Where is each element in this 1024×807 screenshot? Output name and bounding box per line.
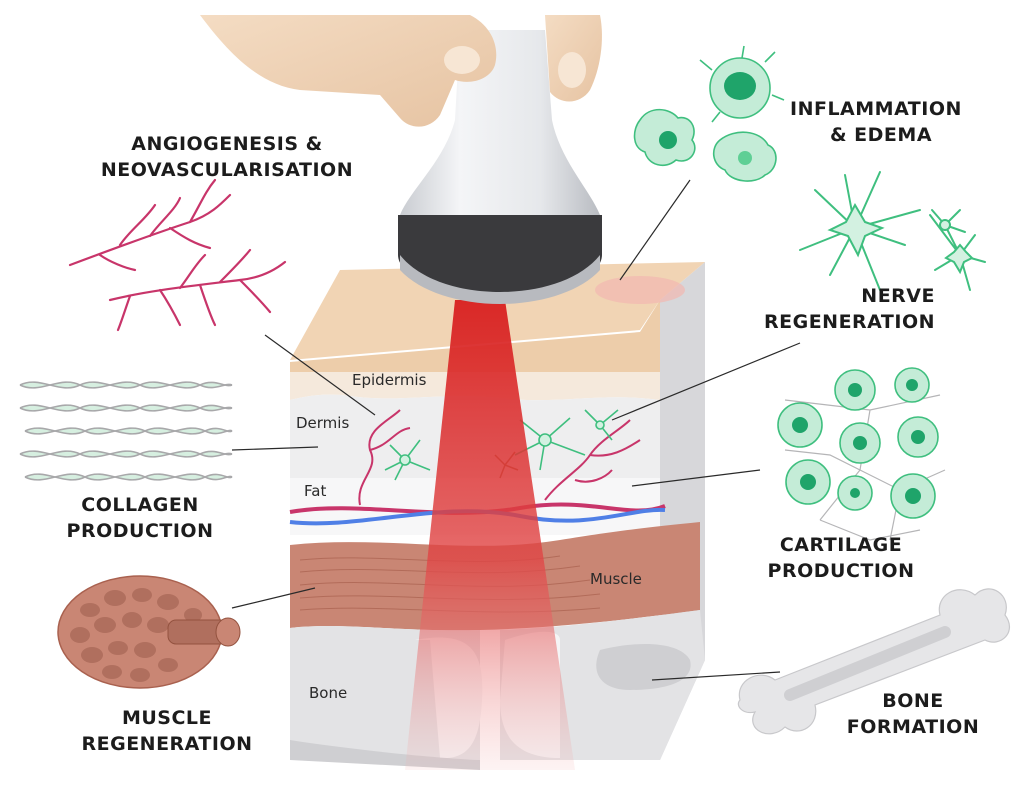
angiogenesis-label: ANGIOGENESIS & NEOVASCULARISATION [82,131,372,183]
cartilage-cells-icon [777,367,946,541]
fat-label: Fat [304,482,327,500]
inflammation-label-line2: & EDEMA [830,124,933,146]
capillaries [358,409,641,506]
inflammation-cells-icon [633,45,785,182]
muscle-cross-section-icon [57,575,241,689]
epidermis-top-band [290,300,660,372]
leader-lines [231,179,801,681]
muscle-layer-label: Muscle [590,570,642,588]
cartilage-label-line1: CARTILAGE [779,534,903,556]
nerve-label-line1: NERVE [861,285,935,307]
bone-layer-label: Bone [309,684,348,702]
nerve-label-line2: REGENERATION [763,311,935,333]
dermis-label: Dermis [296,414,350,432]
cartilage-label-line2: PRODUCTION [767,560,915,582]
collagen-label: COLLAGEN PRODUCTION [50,492,230,544]
laser-probe [398,30,602,304]
epidermis-label: Epidermis [352,371,427,389]
hand [200,15,602,127]
angiogenesis-label-line2: NEOVASCULARISATION [100,159,354,181]
bone-label: BONE FORMATION [840,688,986,740]
nerve-label: NERVE REGENERATION [760,283,935,335]
laser-beam [405,300,575,770]
bone-label-line2: FORMATION [846,716,980,738]
muscle-label-line2: REGENERATION [81,733,253,755]
dermis-nerves [384,409,619,481]
collagen-fibers-icon [19,381,233,481]
skin-redness [595,276,685,304]
inflammation-label: INFLAMMATION & EDEMA [790,96,962,148]
muscle-label: MUSCLE REGENERATION [78,705,256,757]
inflammation-label-line1: INFLAMMATION [790,98,962,120]
bone-icon [737,588,1011,735]
angiogenesis-vessels-icon [68,178,287,332]
nerve-cells-icon [799,171,986,291]
collagen-label-line1: COLLAGEN [81,494,199,516]
bone-label-line1: BONE [882,690,944,712]
angiogenesis-label-line1: ANGIOGENESIS & [131,133,323,155]
collagen-label-line2: PRODUCTION [66,520,214,542]
muscle-label-line1: MUSCLE [121,707,213,729]
cartilage-label: CARTILAGE PRODUCTION [766,532,916,584]
